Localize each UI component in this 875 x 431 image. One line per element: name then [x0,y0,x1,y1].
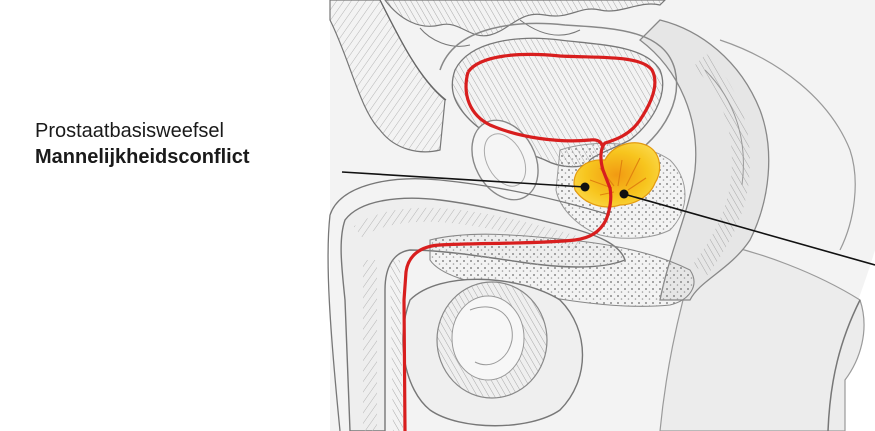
prostate-label: Prostaatbasisweefsel Mannelijkheidsconfl… [35,118,249,170]
pointer-dot-icon [620,190,629,199]
scrotum [403,279,583,425]
pointer-dot-icon [581,183,590,192]
tissue-label: Prostaatbasisweefsel [35,118,249,144]
conflict-label: Mannelijkheidsconflict [35,144,249,170]
